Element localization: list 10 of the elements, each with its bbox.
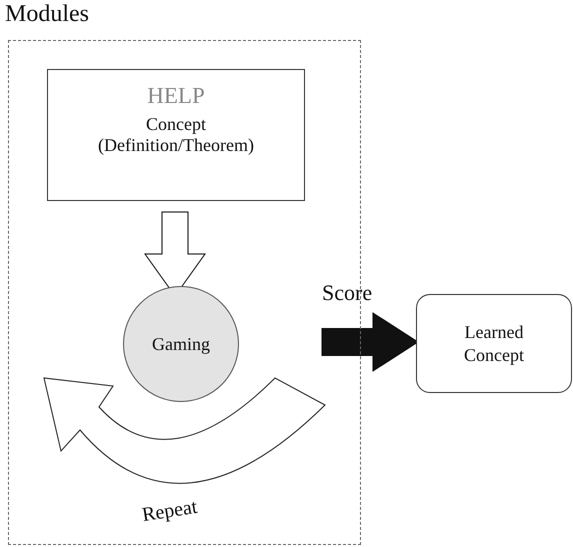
loop-label: Repeat xyxy=(140,496,199,528)
node-text: Learned Concept xyxy=(463,321,525,366)
box-heading: HELP xyxy=(147,82,205,110)
block-arrow xyxy=(322,312,419,372)
node-text: Gaming xyxy=(152,332,210,356)
rounded-box xyxy=(416,294,572,393)
frame-title: Modules xyxy=(5,1,89,28)
box-text: Concept (Definition/Theorem) xyxy=(97,114,255,157)
process-box xyxy=(47,69,305,201)
edge-label: Score xyxy=(322,280,372,306)
